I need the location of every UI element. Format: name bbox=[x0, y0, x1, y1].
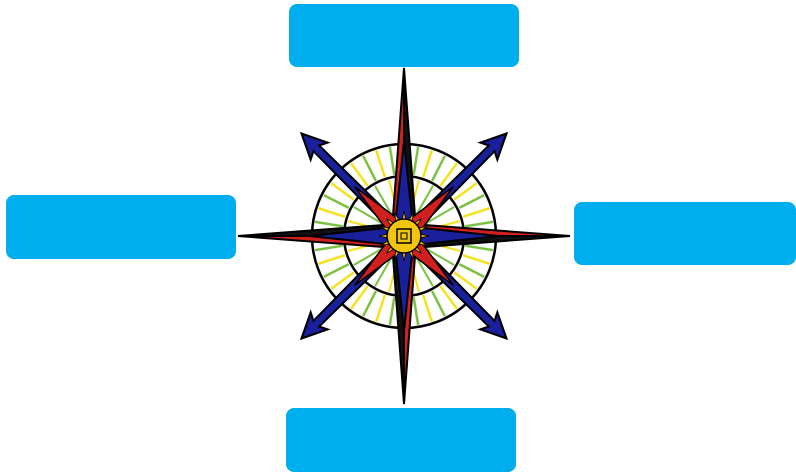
compass-rose-icon bbox=[236, 66, 572, 406]
label-box-bottom[interactable] bbox=[286, 408, 516, 472]
label-box-top[interactable] bbox=[289, 4, 519, 67]
label-box-right[interactable] bbox=[574, 202, 796, 265]
label-box-left[interactable] bbox=[6, 195, 236, 259]
compass-center-sun bbox=[379, 211, 429, 261]
